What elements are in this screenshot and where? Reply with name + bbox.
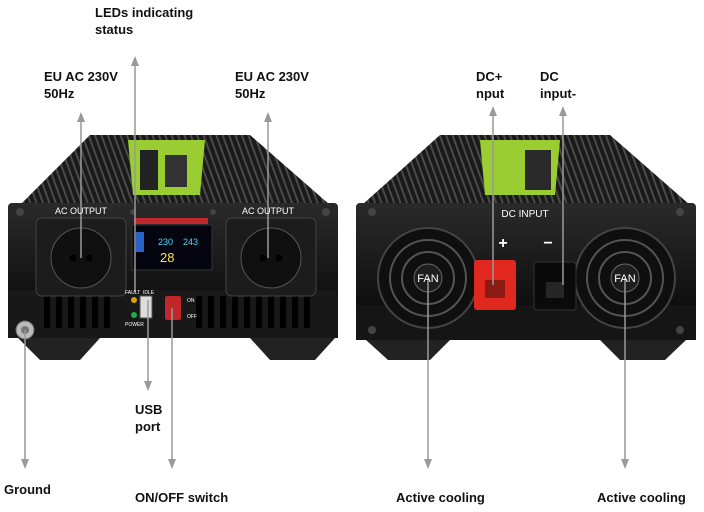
ac-output-right-text: AC OUTPUT [242,206,295,216]
plus-sign-text: + [498,235,507,252]
front-unit [8,135,338,360]
lcd-voltage-in: 230 [158,237,173,247]
switch-on-text: ON [187,298,195,304]
led-idle-text: IDLE [143,290,155,296]
usb-callout: USB port [135,402,163,434]
eu-ac-left-callout: EU AC 230V 50Hz [44,69,118,101]
dc-minus-callout: DC input- [540,69,577,101]
eu-ac-right-callout: EU AC 230V 50Hz [235,69,309,101]
leds-callout: LEDs indicating status [95,5,194,37]
led-fault-text: FAULT [125,290,140,296]
ground-callout: Ground [4,482,51,497]
ac-output-left-text: AC OUTPUT [55,206,108,216]
lcd-voltage-out: 243 [183,237,198,247]
fan-left-text: FAN [417,273,438,285]
cooling-left-callout: Active cooling [396,490,485,505]
lcd-display [131,224,213,271]
power-text: POWER [125,322,144,328]
minus-sign-text: − [543,235,552,252]
fan-right-text: FAN [614,273,635,285]
callout-lines [21,56,629,469]
dc-input-text: DC INPUT [501,209,548,220]
back-unit [356,135,696,360]
socket-right [240,227,302,289]
dc-plus-callout: DC+ nput [476,69,505,101]
cooling-right-callout: Active cooling [597,490,686,505]
onoff-callout: ON/OFF switch [135,490,229,505]
lcd-reading: 28 [160,250,174,265]
switch-off-text: OFF [187,314,197,320]
